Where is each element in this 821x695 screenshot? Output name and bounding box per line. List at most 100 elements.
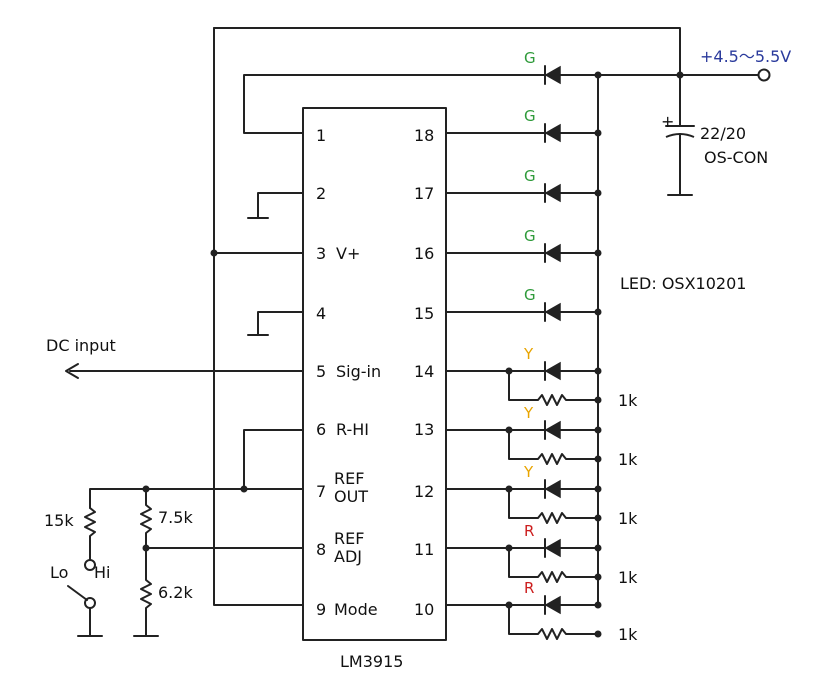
ic-right-pins: 18 17 16 15 14 13 12 11 10	[414, 126, 434, 619]
switch-hi-label: Hi	[94, 563, 110, 582]
pin1-wire	[243, 74, 539, 134]
junction-dot	[210, 249, 218, 257]
pin-10-number: 10	[414, 600, 434, 619]
led-part-label: LED: OSX10201	[620, 274, 746, 293]
led-color-label: G	[524, 107, 536, 125]
pin-6-label: R-HI	[336, 420, 369, 439]
junction-dot	[594, 485, 602, 493]
junction-dot	[594, 514, 602, 522]
pin2-wire	[257, 192, 304, 219]
pin7-wire	[89, 488, 304, 509]
switch-lo-label: Lo	[50, 563, 68, 582]
pin-5-label: Sig-in	[336, 362, 381, 381]
pin-11-number: 11	[414, 540, 434, 559]
pin-14-number: 14	[414, 362, 434, 381]
top-loop-wire	[213, 27, 681, 76]
pin-8-number: 8	[316, 540, 326, 559]
pin-5-number: 5	[316, 362, 326, 381]
led-diode-icon	[544, 243, 561, 263]
resistor-1k-label: 1k	[618, 509, 638, 528]
pin-3-label: V+	[336, 244, 360, 263]
pin6-wire	[243, 429, 304, 490]
series-resistor-1k	[508, 429, 599, 465]
junction-dot	[594, 396, 602, 404]
pin-8-label-line2: ADJ	[334, 547, 362, 566]
led-color-label: R	[524, 579, 534, 597]
r15k-label: 15k	[44, 511, 74, 530]
junction-dot	[594, 544, 602, 552]
led-diode-icon	[544, 65, 561, 85]
junction-dot	[594, 455, 602, 463]
resistor-6-2k	[140, 547, 152, 637]
ic-part-label: LM3915	[340, 652, 403, 671]
resistor-7-5k	[140, 488, 152, 549]
led-color-label: G	[524, 49, 536, 67]
led-ladder: G G G G G Y Y Y R R 1k 1k 1k 1k 1k	[445, 49, 638, 644]
led-diode-icon	[544, 302, 561, 322]
switch-lever[interactable]	[67, 585, 88, 601]
pin-9-label: Mode	[334, 600, 378, 619]
led-color-label: R	[524, 522, 534, 540]
pin-16-number: 16	[414, 244, 434, 263]
led-diode-icon	[544, 183, 561, 203]
junction-dot	[594, 189, 602, 197]
led-color-label: Y	[523, 463, 534, 481]
junction-dot	[594, 71, 602, 79]
junction-dot	[594, 630, 602, 638]
pin-7-label-line2: OUT	[334, 487, 368, 506]
supply-label: +4.5～5.5V	[700, 47, 791, 66]
pin-12-number: 12	[414, 482, 434, 501]
pin-4-number: 4	[316, 304, 326, 323]
pin-13-number: 13	[414, 420, 434, 439]
series-resistor-1k	[508, 547, 599, 583]
series-resistor-1k	[508, 370, 599, 406]
pin-8-label-line1: REF	[334, 529, 364, 548]
led-color-label: G	[524, 167, 536, 185]
pin-7-label-line1: REF	[334, 469, 364, 488]
ic-left-pins: 1 2 3 V+ 4 5 Sig-in 6 R-HI 7 REF OUT 8 R…	[316, 126, 381, 619]
switch-contact-hi	[84, 559, 96, 571]
left-vplus-wire	[213, 27, 304, 606]
r6-2k-label: 6.2k	[158, 583, 193, 602]
pin-18-number: 18	[414, 126, 434, 145]
led-color-label: G	[524, 227, 536, 245]
resistor-1k-label: 1k	[618, 391, 638, 410]
junction-dot	[594, 573, 602, 581]
led-diode-icon	[544, 123, 561, 143]
cap-polarity: +	[661, 112, 674, 131]
pin-2-number: 2	[316, 184, 326, 203]
pin-7-number: 7	[316, 482, 326, 501]
resistor-1k-label: 1k	[618, 625, 638, 644]
resistor-1k-label: 1k	[618, 450, 638, 469]
resistor-1k-label: 1k	[618, 568, 638, 587]
series-resistor-1k	[508, 604, 599, 640]
dc-input-label: DC input	[46, 336, 116, 355]
led-color-label: Y	[523, 345, 534, 363]
junction-dot	[240, 485, 248, 493]
led-diode-icon	[544, 595, 561, 615]
resistor-15k	[84, 507, 96, 561]
led-color-label: G	[524, 286, 536, 304]
pin-15-number: 15	[414, 304, 434, 323]
pin-1-number: 1	[316, 126, 326, 145]
series-resistor-1k	[508, 488, 599, 524]
pin-6-number: 6	[316, 420, 326, 439]
junction-dot	[594, 129, 602, 137]
pin4-wire	[257, 311, 304, 336]
led-diode-icon	[544, 420, 561, 440]
cap-value: 22/20	[700, 124, 746, 143]
led-color-label: Y	[523, 404, 534, 422]
junction-dot	[594, 601, 602, 609]
junction-dot	[594, 249, 602, 257]
junction-dot	[594, 367, 602, 375]
r7-5k-label: 7.5k	[158, 508, 193, 527]
junction-dot	[594, 308, 602, 316]
ic-body	[302, 107, 447, 641]
junction-dot	[594, 426, 602, 434]
pin-17-number: 17	[414, 184, 434, 203]
led-diode-icon	[544, 538, 561, 558]
input-arrow	[65, 363, 79, 379]
led-diode-icon	[544, 361, 561, 381]
